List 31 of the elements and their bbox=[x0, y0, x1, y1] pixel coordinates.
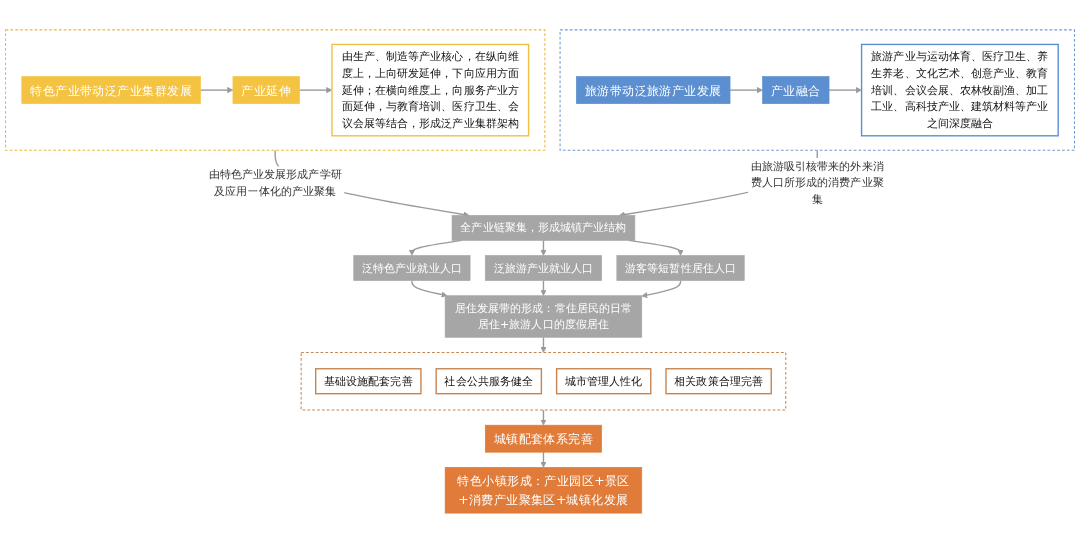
node-box: 泛旅游产业就业人口 bbox=[484, 255, 602, 281]
node-box: 产业融合 bbox=[762, 76, 830, 104]
node-box: 全产业链聚集，形成城镇产业结构 bbox=[451, 215, 636, 241]
edge-label: 由旅游吸引核带来的外来消费人口所形成的消费产业聚集 bbox=[750, 159, 884, 206]
node-box: 泛特色产业就业人口 bbox=[353, 255, 471, 281]
node-box: 城镇配套体系完善 bbox=[484, 424, 602, 453]
cluster bbox=[559, 29, 1075, 151]
arrow bbox=[540, 451, 547, 468]
arrow bbox=[729, 87, 763, 94]
node-box: 由生产、制造等产业核心，在纵向维度上，上向研发延伸，下向应用方面延伸；在横向维度上，向服务产业方面延伸，与教育培训、医疗卫生、会议会展等结合，形成泛产业集群架构 bbox=[331, 43, 530, 137]
node-box: 旅游产业与运动体育、医疗卫生、养生养老、文化艺术、创意产业、教育培训、会议会展、农林牧副渔、加工工业、高科技产业、建筑材料等产业之间深度融合 bbox=[860, 43, 1059, 137]
node-box: 城市管理人性化 bbox=[555, 368, 652, 395]
arrow bbox=[828, 87, 862, 94]
arrow bbox=[540, 279, 547, 296]
node-box: 游客等短暂性居住人口 bbox=[616, 255, 745, 281]
edge-label: 由特色产业发展形成产学研及应用一体化的产业聚集 bbox=[208, 167, 342, 198]
node-box: 特色小镇形成：产业园区+景区+消费产业聚集区+城镇化发展 bbox=[444, 467, 643, 514]
arrow bbox=[199, 87, 234, 94]
arrow bbox=[411, 279, 448, 298]
node-box: 相关政策合理完善 bbox=[665, 368, 772, 395]
node-box: 基础设施配套完善 bbox=[315, 368, 422, 395]
cluster bbox=[5, 29, 546, 151]
node-box: 特色产业带动泛产业集群发展 bbox=[21, 76, 201, 104]
arrow bbox=[540, 409, 547, 426]
cluster bbox=[300, 352, 787, 411]
arrow bbox=[540, 336, 547, 353]
node-box: 社会公共服务健全 bbox=[435, 368, 543, 395]
node-box: 居住发展带的形成：常住居民的日常居住+旅游人口的度假居住 bbox=[444, 295, 643, 338]
node-box: 产业延伸 bbox=[232, 76, 300, 104]
node-box: 旅游带动泛旅游产业发展 bbox=[576, 76, 731, 104]
arrow bbox=[641, 279, 682, 298]
